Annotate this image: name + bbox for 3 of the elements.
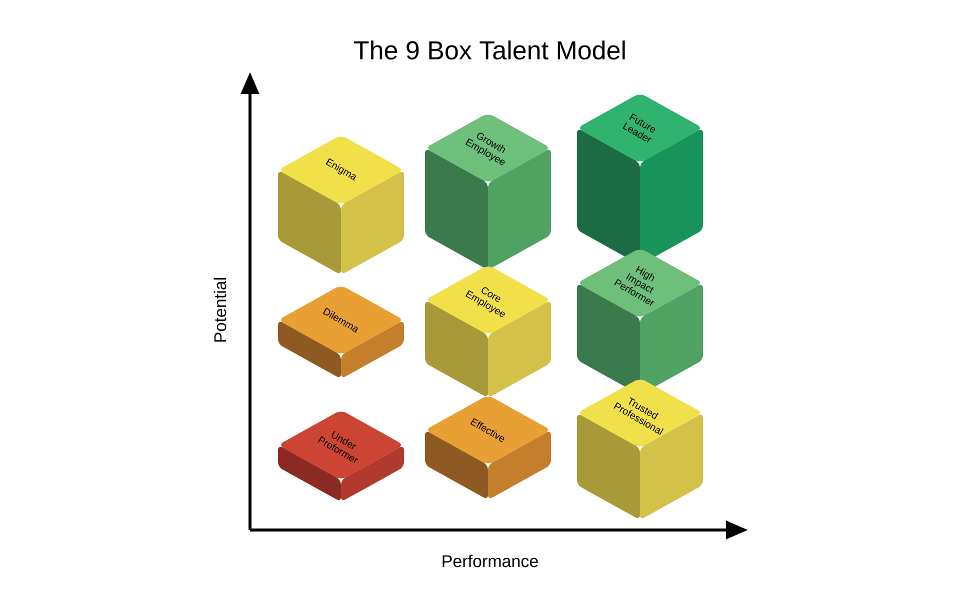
axis-label: Potential bbox=[214, 278, 226, 342]
axis-label: Performance bbox=[442, 554, 538, 568]
title: The 9 Box Talent Model bbox=[354, 40, 625, 60]
